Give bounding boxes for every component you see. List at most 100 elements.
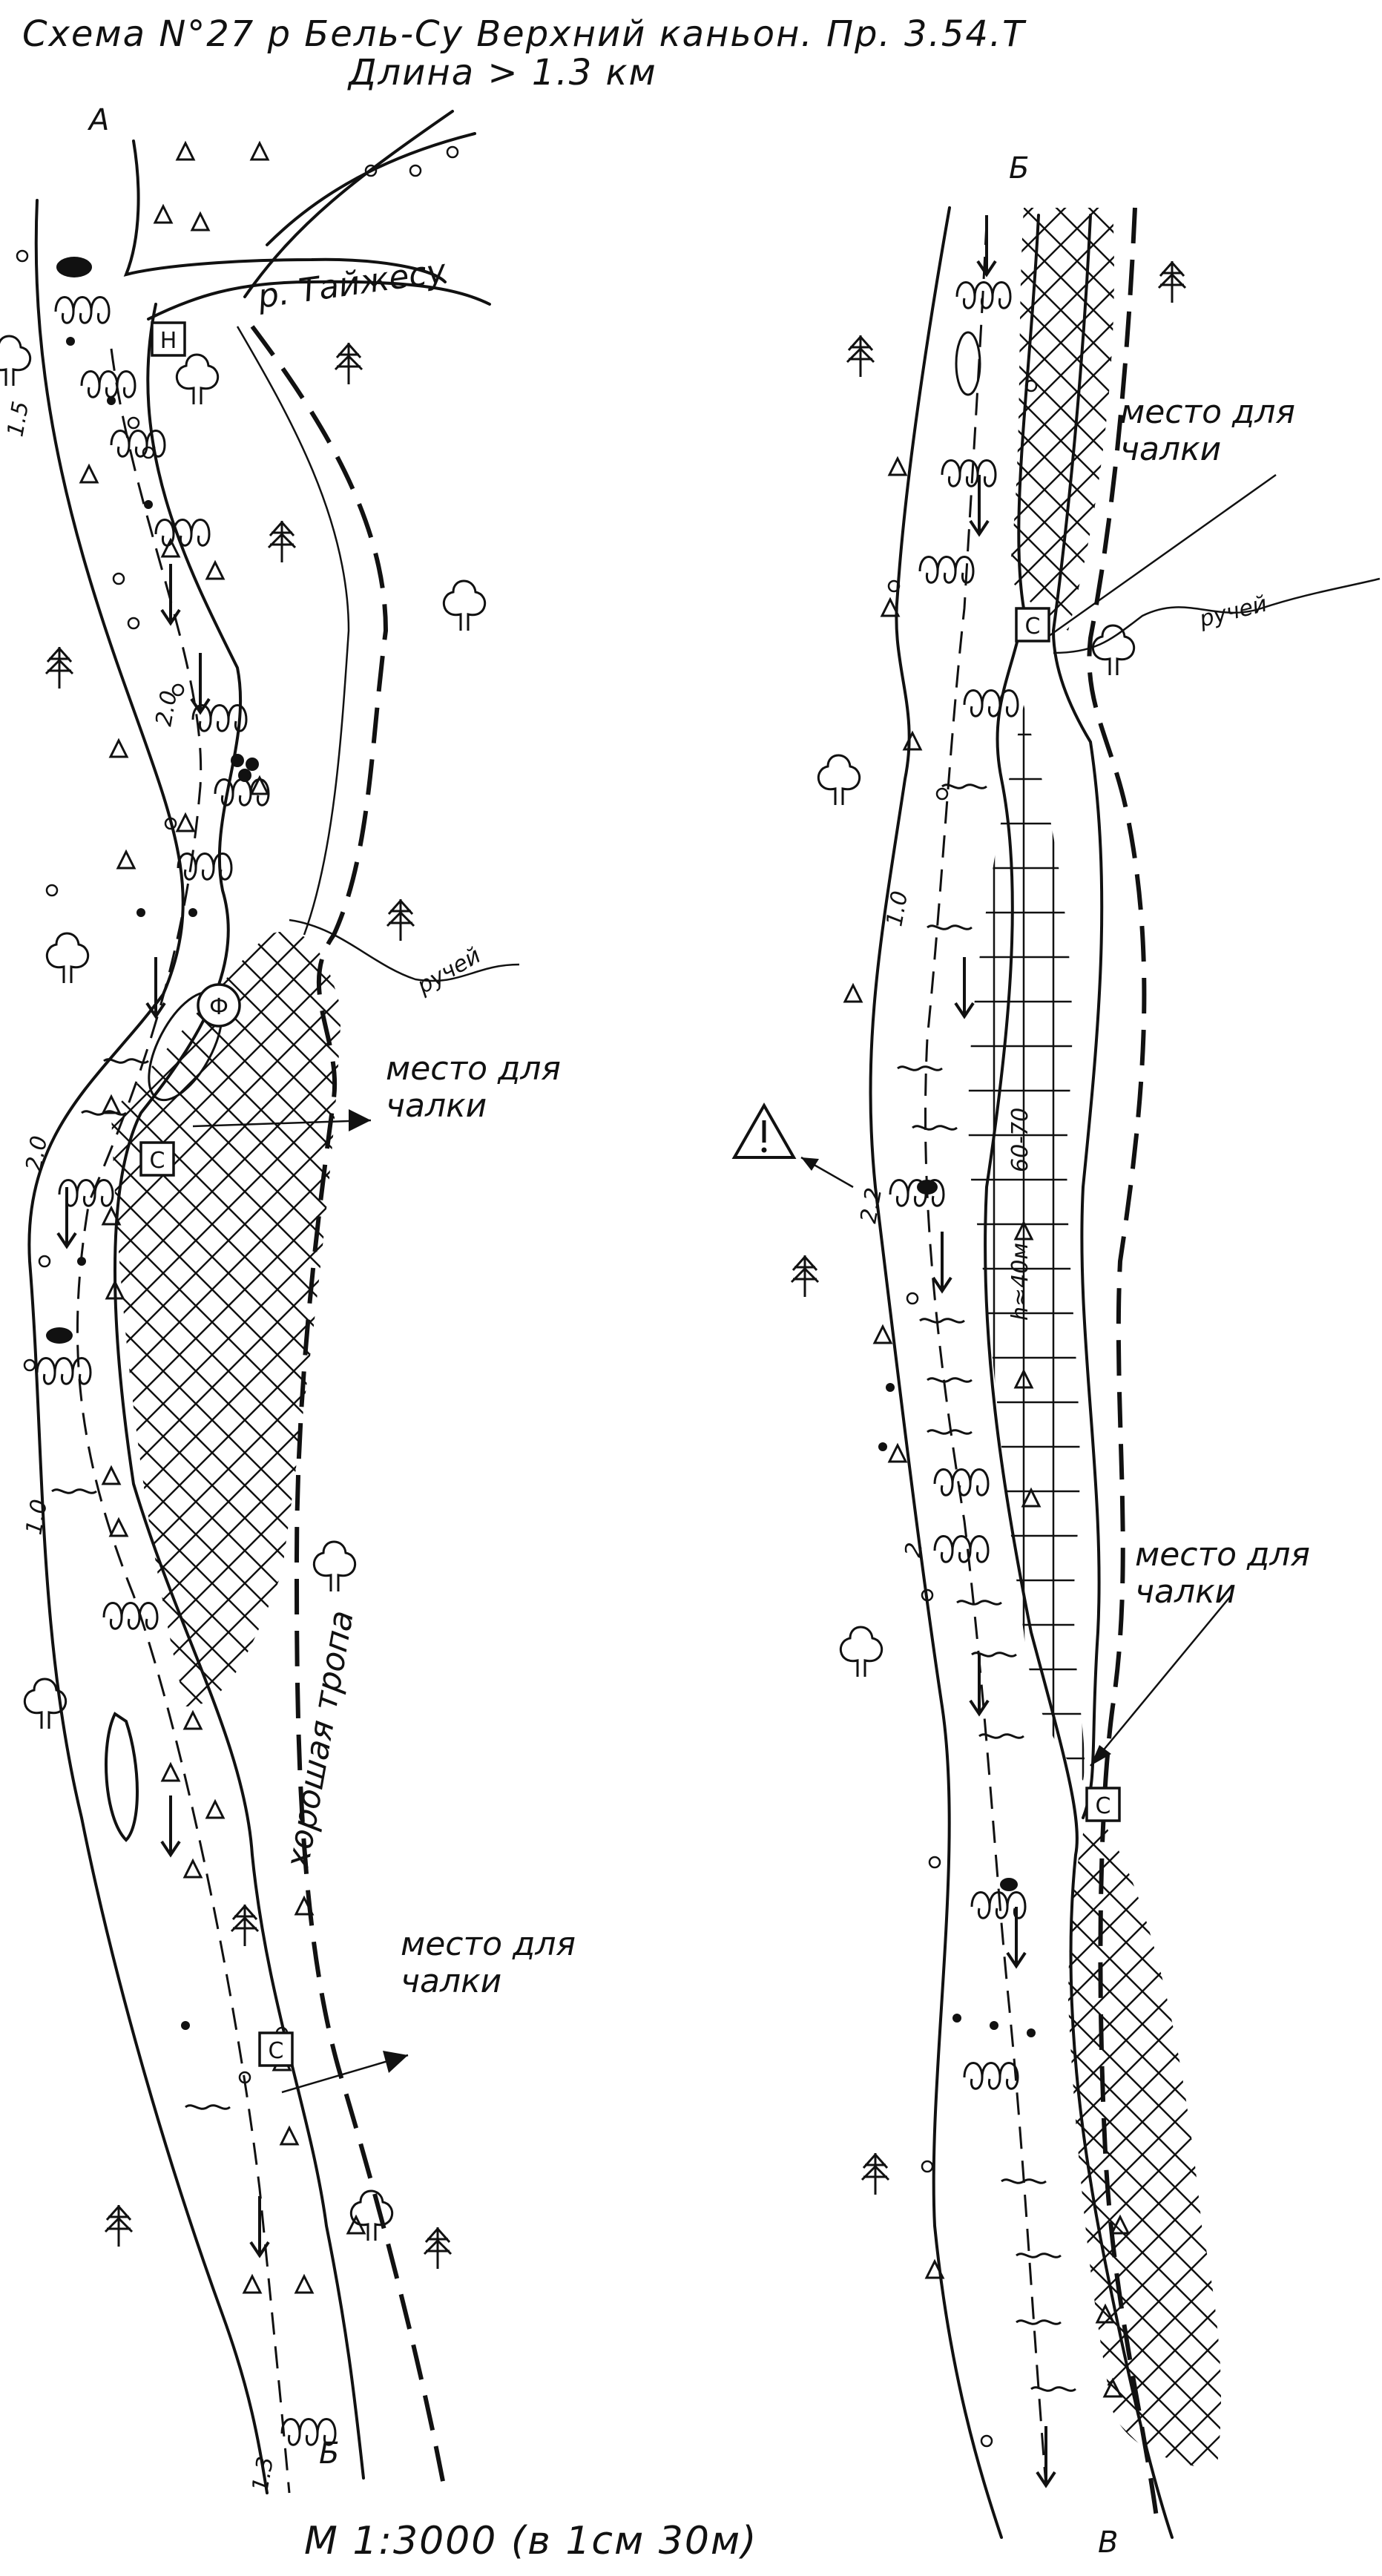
- left-bank-east: [113, 303, 365, 2480]
- conifer-icon: [790, 1254, 820, 1298]
- trail-left: [250, 325, 447, 2494]
- tree-icon: [175, 353, 220, 406]
- river-flow-line-right: [924, 222, 1047, 2486]
- flow-arrow-icon: [969, 1653, 990, 1715]
- trail-left-edge: [236, 326, 350, 936]
- tree-icon: [1091, 624, 1136, 677]
- flow-arrow-icon: [160, 562, 181, 625]
- conifer-icon: [386, 898, 415, 942]
- left-bank-west: [27, 199, 269, 2494]
- stream-right-line: [1053, 577, 1381, 654]
- boulder-icon: [246, 758, 259, 771]
- wave-icon: [102, 1058, 150, 1064]
- chalka-label: чалки: [401, 1962, 501, 2000]
- conifer-icon: [104, 2204, 134, 2248]
- flow-arrow-icon: [932, 1230, 952, 1292]
- point-b-left: Б: [319, 2437, 339, 2471]
- camp-marker: [258, 2031, 294, 2067]
- wall-height-label: h≈40м: [1007, 1243, 1033, 1321]
- whirlpool-icon: [933, 1535, 990, 1563]
- tributary-arm-2: [266, 132, 476, 246]
- trail-right: [1087, 207, 1159, 2523]
- stream-left-line: [289, 919, 520, 982]
- svg-text:С: С: [150, 1148, 165, 1174]
- whirlpool-icon: [54, 296, 111, 324]
- conifer-icon: [230, 1903, 260, 1948]
- wall-height-label: 60-70: [1007, 1108, 1033, 1172]
- chalka-label: чалки: [386, 1087, 487, 1125]
- wave-icon: [50, 1488, 98, 1494]
- conifer-icon: [334, 341, 363, 386]
- boulder-icon: [56, 257, 92, 277]
- tree-icon: [45, 932, 90, 985]
- flow-arrow-icon: [145, 956, 166, 1018]
- flow-arrow-icon: [190, 651, 211, 714]
- cliff-hatch-right-middle: [968, 705, 1085, 1781]
- stream-label: ручей: [412, 942, 485, 999]
- whirlpool-icon: [36, 1357, 92, 1385]
- cliff-hatch-right-bottom: [1068, 1803, 1221, 2471]
- trail-label: хорошая тропа: [278, 1608, 361, 1873]
- gradient-label: 2.2: [855, 1186, 887, 1225]
- conifer-icon: [861, 2152, 890, 2196]
- svg-text:Н: Н: [160, 328, 177, 354]
- right-bank-west: [869, 206, 1003, 2539]
- svg-text:С: С: [269, 2038, 284, 2064]
- gradient-label: 1.0: [21, 1497, 53, 1537]
- whirlpool-icon: [941, 459, 997, 487]
- map-scale: М 1:3000 (в 1см 30м): [304, 2519, 758, 2563]
- whirlpool-icon: [154, 519, 211, 547]
- flow-arrow-icon: [976, 214, 997, 276]
- chalka-label: место для: [401, 1925, 576, 1963]
- flow-arrow-icon: [954, 956, 975, 1018]
- tributary-bank-south: [147, 280, 491, 321]
- photo-marker: [197, 983, 241, 1028]
- whirlpool-icon: [102, 1602, 159, 1630]
- chalka-pointer-4: [1090, 1594, 1232, 1767]
- cliff-hatch-left: [111, 931, 341, 1706]
- map-length: Длина > 1.3 км: [349, 52, 657, 93]
- gradient-label: 2.0: [21, 1134, 53, 1173]
- gradient-label: 1.0: [881, 889, 913, 928]
- danger-icon: [731, 1102, 797, 1159]
- chalka-label: место для: [1120, 393, 1295, 431]
- conifer-icon: [267, 519, 297, 564]
- flow-arrow-icon: [249, 2195, 270, 2257]
- boulder-icon: [238, 769, 251, 782]
- gradient-label: 1.5: [2, 399, 34, 438]
- river-flow-line-left: [76, 348, 291, 2494]
- tree-icon: [0, 335, 32, 387]
- chalka-label: чалки: [1120, 430, 1221, 468]
- camp-marker: [139, 1141, 175, 1177]
- whirlpool-icon: [933, 1468, 990, 1496]
- boulder-icon: [1000, 1878, 1018, 1891]
- cliff-hatch-right-top: [1009, 208, 1114, 631]
- boulder-icon: [46, 1327, 73, 1344]
- point-v: В: [1098, 2526, 1118, 2560]
- camp-marker: [1015, 607, 1050, 643]
- svg-text:С: С: [1096, 1793, 1111, 1819]
- tree-icon: [839, 1626, 884, 1678]
- chalka-pointer-3: [1045, 473, 1277, 640]
- camp-marker: [1085, 1787, 1121, 1822]
- right-cliff-edge: [1051, 214, 1104, 1819]
- whirlpool-icon: [214, 778, 270, 806]
- tributary-arm-1: [243, 110, 454, 298]
- conifer-icon: [45, 645, 74, 690]
- tributary-bank-north: [123, 139, 447, 283]
- chalka-label: место для: [1135, 1536, 1310, 1574]
- gradient-label: 2.0: [151, 689, 182, 728]
- tree-icon: [312, 1540, 357, 1593]
- tree-icon: [442, 579, 487, 632]
- whirlpool-icon: [110, 430, 166, 458]
- point-b-right: Б: [1009, 151, 1029, 185]
- island: [105, 1712, 139, 1842]
- gradient-label: 1.3: [247, 2454, 279, 2494]
- chalka-label: место для: [386, 1050, 561, 1088]
- rock-island-right: [955, 331, 981, 396]
- boulder-icon: [231, 754, 244, 767]
- conifer-icon: [846, 334, 875, 378]
- whirlpool-icon: [963, 2062, 1019, 2090]
- flow-arrow-icon: [160, 1794, 181, 1856]
